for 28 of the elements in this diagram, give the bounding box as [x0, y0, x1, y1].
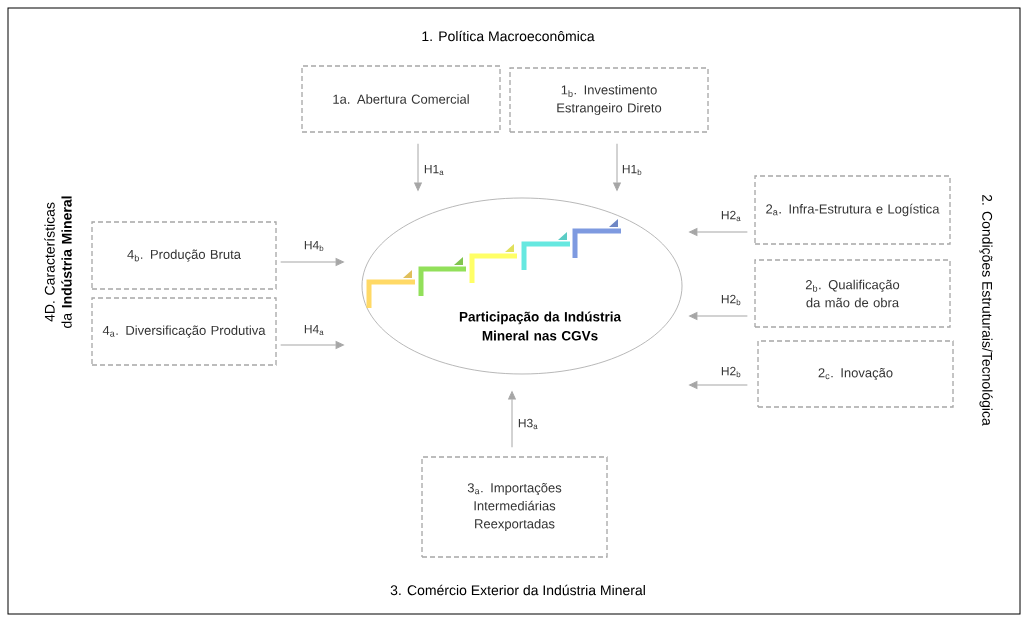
dashed-box: 2$_{a}$. Infra-Estrutura e Logística [754, 175, 951, 245]
edge-label: H4$_{b}$ [302, 239, 326, 253]
edge-label: H2$_{b}$ [719, 293, 743, 307]
edge-label: H2$_{a}$ [719, 209, 743, 223]
dashed-box: 4$_{b}$. Produção Bruta [91, 221, 277, 290]
edge-label: H4$_{a}$ [302, 323, 326, 337]
edge-label: H2$_{b}$ [719, 365, 743, 379]
edge-label: H1$_{b}$ [620, 163, 644, 177]
section-heading: 1. Política Macroeconômica [422, 30, 595, 42]
dashed-box: 3$_{a}$. Importações Intermediárias Reexportadas [421, 456, 608, 558]
arrow [280, 341, 344, 349]
dashed-box: 1a. Abertura Comercial [301, 65, 501, 133]
arrow [280, 258, 344, 266]
arrow [414, 143, 422, 191]
section-heading: 3. Comércio Exterior da Indústria Mineral [390, 584, 645, 596]
section-heading: 2. Condições Estruturais/Tecnológica [979, 194, 993, 426]
edge-label: H3$_{a}$ [516, 417, 540, 431]
dashed-box: 2$_{b}$. Qualificação da mão de obra [754, 259, 951, 328]
dashed-box: 1$_{b}$. Investimento Estrangeiro Direto [509, 67, 709, 133]
ellipse-node: Participação da Indústria Mineral nas CGVs [361, 197, 683, 375]
arrow [508, 391, 516, 448]
arrow [689, 312, 748, 320]
arrow [613, 143, 621, 191]
dashed-box: 4$_{a}$. Diversificação Produtiva [91, 297, 277, 366]
edge-label: H1$_{a}$ [422, 163, 446, 177]
arrow [689, 228, 748, 236]
dashed-box: 2$_{c}$. Inovação [757, 340, 954, 408]
arrow [689, 381, 748, 389]
